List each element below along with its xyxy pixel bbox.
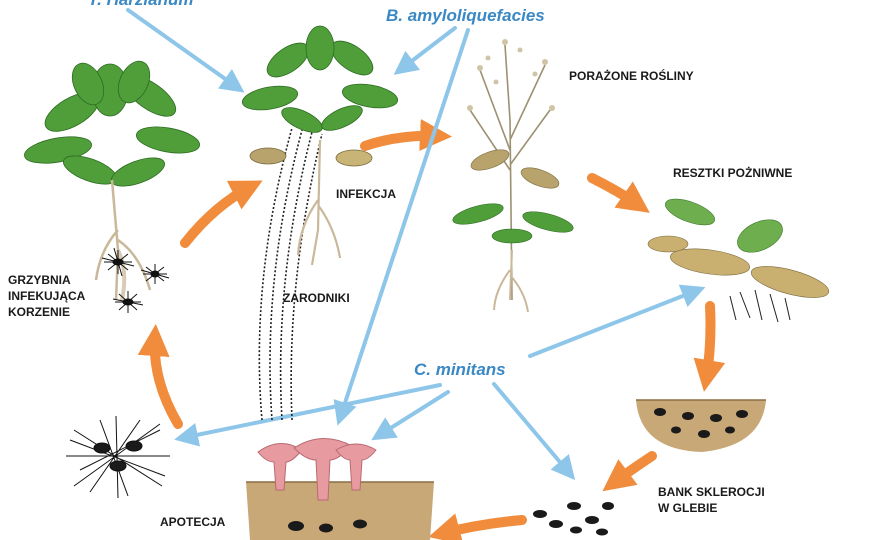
arrow-coniothyrium-to-apothecia — [371, 390, 450, 441]
arrow-sclerotia-to-apothecia — [428, 513, 527, 540]
arrow-coniothyrium-to-residues — [528, 284, 706, 358]
arrow-trichoderma-to-plant — [126, 8, 245, 93]
arrow-coniothyrium-to-mycelium-sclerotia — [174, 383, 442, 447]
label-mycelium-line2: INFEKUJĄCA — [8, 289, 86, 303]
label-crop-residues: RESZTKI POŻNIWNE — [673, 166, 793, 180]
label-trichoderma: T. Harzianum — [88, 0, 193, 10]
label-apothecia: APOTECJA — [160, 515, 226, 529]
crop-residues — [647, 198, 830, 323]
cycle-arrows — [137, 119, 726, 540]
arrow-bacillus-to-plant — [393, 26, 457, 75]
plant-with-infected-roots — [24, 60, 200, 301]
sclerotia-bank — [533, 502, 614, 536]
germinating-sclerotia-mycelium — [66, 415, 170, 499]
biocontrol-arrows — [126, 8, 706, 481]
root-mycelium-clusters — [101, 247, 170, 313]
label-mycelium-line3: KORZENIE — [8, 305, 71, 319]
arrow-mycelium-to-young-plant — [180, 180, 263, 248]
label-coniothyrium: C. minitans — [414, 360, 506, 379]
arrow-infected-plants-to-residues — [587, 173, 650, 213]
infected-flowering-plant — [452, 39, 574, 313]
spore-trails — [258, 127, 323, 421]
arrow-bacillus-to-apothecia — [333, 28, 470, 426]
apothecia-in-soil — [246, 437, 434, 540]
label-sclerotia-bank-line1: BANK SKLEROCJI — [658, 485, 765, 499]
label-sclerotia-bank-line2: W GLEBIE — [658, 501, 718, 515]
label-bacillus: B. amyloliquefacies — [386, 6, 545, 25]
label-mycelium-line1: GRZYBNIA — [8, 273, 71, 287]
arrow-residues-to-soil — [693, 301, 726, 392]
label-infected-plants: PORAŻONE ROŚLINY — [569, 69, 694, 83]
arrow-apothecia-stage-to-mycelium — [137, 324, 183, 429]
label-spores: ZARODNIKI — [283, 291, 350, 305]
arrow-coniothyrium-to-sclerotia-bank — [492, 382, 576, 481]
label-infection: INFEKCJA — [336, 187, 397, 201]
infected-young-plant — [241, 25, 399, 266]
arrow-soil-to-sclerotia — [602, 451, 657, 492]
soil-sclerotia-cross-section — [636, 399, 766, 452]
